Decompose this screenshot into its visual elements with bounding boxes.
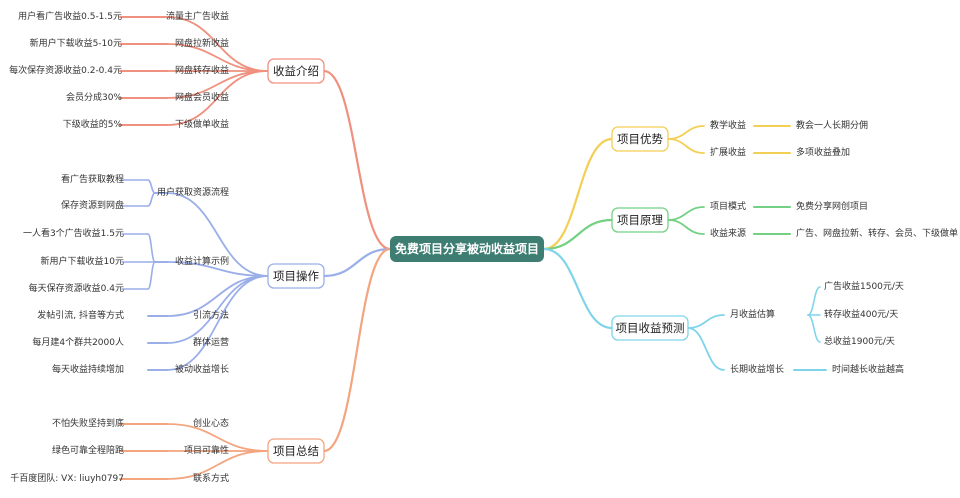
leaf-node: 每天收益持续增加 <box>52 363 124 375</box>
node-layer: 免费项目分享被动收益项目 收益介绍 流量主广告收益 用户看广告收益0.5-1.5元网盘… <box>9 10 958 484</box>
child-connector <box>166 423 269 452</box>
leaf-connector <box>807 286 821 316</box>
child-node: 群体运营 <box>193 336 229 348</box>
leaf-node: 每次保存资源收益0.2-0.4元 <box>9 64 122 76</box>
leaf-node: 千百度团队: VX: liuyh0797 <box>10 472 124 484</box>
branch-connector <box>322 69 392 251</box>
child-node: 项目模式 <box>710 200 746 212</box>
branch-node[interactable] <box>611 315 689 341</box>
child-node: 月收益估算 <box>730 308 775 320</box>
leaf-node: 转存收益400元/天 <box>824 308 898 320</box>
leaf-node: 下级收益的5% <box>63 118 123 130</box>
child-connector <box>166 450 269 480</box>
leaf-node: 保存资源到网盘 <box>61 199 124 211</box>
child-node: 下级做单收益 <box>175 118 229 130</box>
leaf-node: 免费分享网创项目 <box>796 200 868 212</box>
branch-label: 项目操作 <box>273 269 319 283</box>
child-node: 网盘会员收益 <box>175 91 229 103</box>
leaf-node: 新用户下载收益10元 <box>41 255 124 267</box>
leaf-node: 发帖引流, 抖音等方式 <box>37 309 124 321</box>
child-node: 联系方式 <box>193 472 229 484</box>
child-connector <box>687 327 725 371</box>
branch-label: 项目收益预测 <box>616 321 685 335</box>
branch-node[interactable] <box>611 126 669 152</box>
branch-connector <box>542 247 614 330</box>
branch-connector <box>322 247 392 453</box>
leaf-node: 用户看广告收益0.5-1.5元 <box>18 10 122 22</box>
branch-node[interactable] <box>267 263 325 289</box>
child-connector <box>166 43 269 72</box>
child-node: 收益计算示例 <box>175 255 229 267</box>
branch-node[interactable] <box>611 207 669 233</box>
leaf-node: 多项收益叠加 <box>796 146 850 158</box>
child-node: 网盘拉新收益 <box>175 37 229 49</box>
child-connector <box>667 138 705 154</box>
root-node[interactable] <box>390 236 544 262</box>
branch-connector <box>542 218 614 251</box>
leaf-node: 会员分成30% <box>66 91 122 103</box>
child-connector <box>667 219 705 235</box>
branch-label: 项目优势 <box>617 132 663 146</box>
branch-label: 项目总结 <box>273 444 319 458</box>
root-label: 免费项目分享被动收益项目 <box>395 241 539 256</box>
child-connector <box>687 314 725 329</box>
leaf-node: 广告、网盘拉新、转存、会员、下级做单 <box>796 227 958 239</box>
child-node: 被动收益增长 <box>175 363 229 375</box>
leaf-node: 广告收益1500元/天 <box>824 280 904 292</box>
connector-layer <box>119 16 827 480</box>
child-node: 网盘转存收益 <box>175 64 229 76</box>
child-node: 教学收益 <box>710 119 746 131</box>
child-node: 引流方法 <box>193 309 229 321</box>
child-connector <box>667 125 705 140</box>
child-connector <box>166 70 269 126</box>
branch-label: 收益介绍 <box>273 64 319 78</box>
leaf-node: 每天保存资源收益0.4元 <box>29 282 124 294</box>
child-connector <box>166 261 269 277</box>
leaf-node: 一人看3个广告收益1.5元 <box>23 227 124 239</box>
child-node: 收益来源 <box>710 227 746 239</box>
child-node: 长期收益增长 <box>730 363 784 375</box>
branch-connector <box>322 247 392 278</box>
branch-connector <box>542 137 614 251</box>
leaf-node: 绿色可靠全程陪跑 <box>52 444 124 456</box>
leaf-connector <box>147 233 156 263</box>
leaf-node: 总收益1900元/天 <box>824 335 895 347</box>
child-connector <box>166 275 269 371</box>
leaf-node: 看广告获取教程 <box>61 173 124 185</box>
leaf-connector <box>147 192 156 207</box>
child-connector <box>667 206 705 221</box>
child-node: 扩展收益 <box>710 146 746 158</box>
leaf-connector <box>147 179 156 194</box>
leaf-node: 不怕失败坚持到底 <box>52 417 124 429</box>
child-node: 创业心态 <box>193 417 229 429</box>
child-connector <box>166 192 269 277</box>
leaf-node: 每月建4个群共2000人 <box>32 336 124 348</box>
leaf-node: 新用户下载收益5-10元 <box>30 37 122 49</box>
leaf-connector <box>147 261 156 290</box>
branch-label: 项目原理 <box>617 213 663 227</box>
child-node: 用户获取资源流程 <box>157 186 229 198</box>
branch-node[interactable] <box>267 58 325 84</box>
child-node: 项目可靠性 <box>184 444 229 456</box>
leaf-node: 教会一人长期分佣 <box>796 119 868 131</box>
branch-node[interactable] <box>267 438 325 464</box>
leaf-node: 时间越长收益越高 <box>832 363 904 375</box>
child-connector <box>166 16 269 72</box>
child-node: 流量主广告收益 <box>166 10 229 22</box>
leaf-connector <box>807 314 821 343</box>
child-connector <box>166 275 269 344</box>
